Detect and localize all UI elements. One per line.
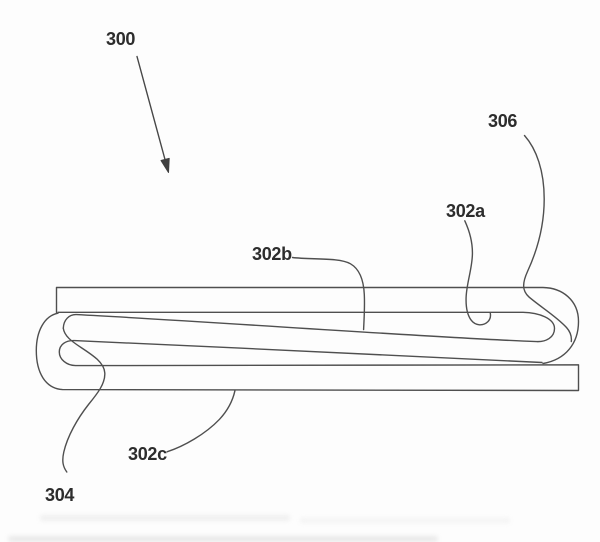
arrow-head-300-icon <box>160 157 170 173</box>
reference-arrow-300 <box>136 55 166 161</box>
bottom-layer-outline <box>35 312 580 392</box>
ref-label-306: 306 <box>488 111 518 131</box>
leader-line-304 <box>62 327 106 473</box>
ref-label-302a: 302a <box>446 201 485 221</box>
ref-label-302b: 302b <box>252 244 292 264</box>
top-layer-outline <box>55 286 580 365</box>
leader-line-302b <box>291 256 366 331</box>
leader-line-306 <box>522 134 573 343</box>
ref-label-304: 304 <box>45 485 75 505</box>
inner-fold-right-hook <box>57 311 556 343</box>
ref-label-300: 300 <box>106 29 136 49</box>
leader-line-302c <box>166 390 236 453</box>
leader-line-302a <box>464 220 492 326</box>
ref-label-302c: 302c <box>128 444 167 464</box>
